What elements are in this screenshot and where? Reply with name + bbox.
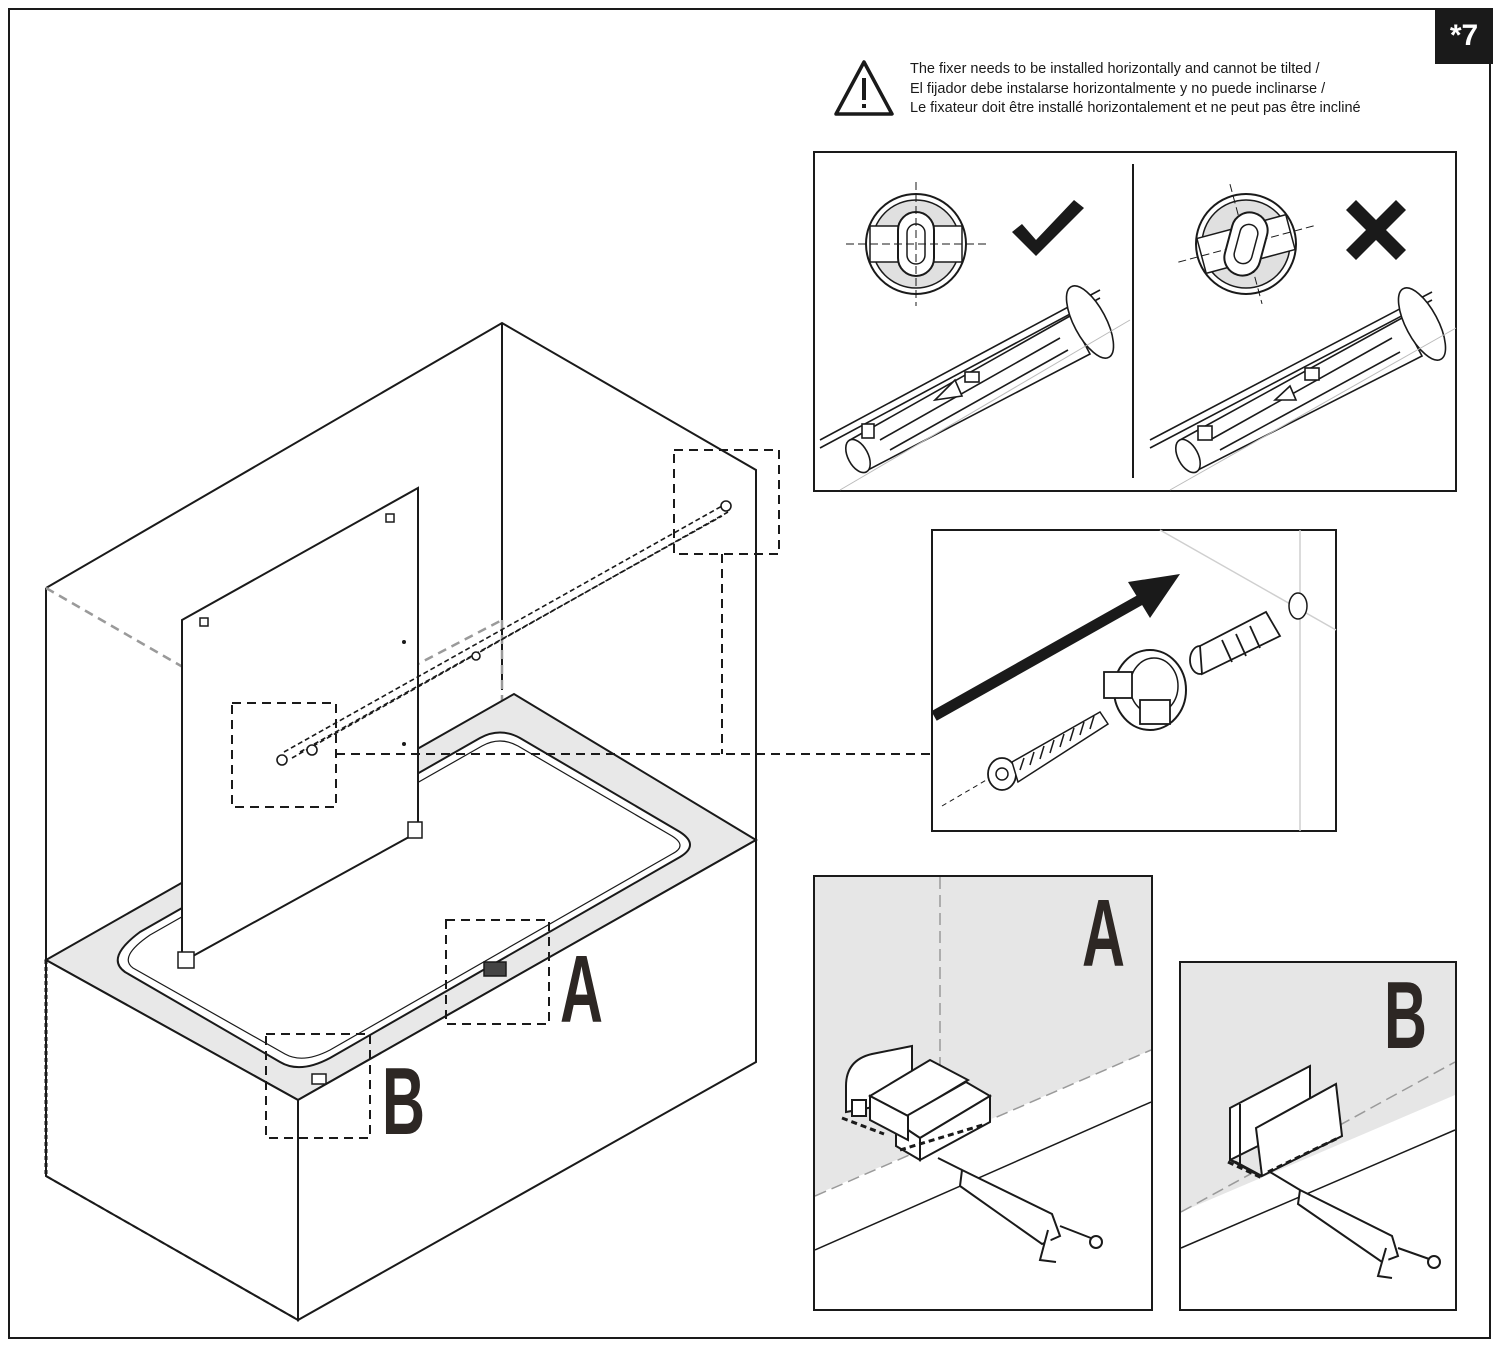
wall-fixer-rod <box>283 505 729 759</box>
callout-label-b: B <box>382 1047 425 1154</box>
step-number-badge: *7 <box>1435 8 1493 64</box>
warning-text: The fixer needs to be installed horizont… <box>910 60 1361 119</box>
detail-b-panel: B <box>1179 961 1457 1311</box>
callout-box-wall <box>673 449 780 555</box>
glass-panel <box>177 486 423 969</box>
bathtub <box>43 692 758 1322</box>
warning-line-en: The fixer needs to be installed horizont… <box>910 61 1320 77</box>
detail-a-letter: A <box>1082 879 1125 986</box>
wall-plug <box>1189 610 1282 676</box>
detail-b-letter: B <box>1384 961 1427 1068</box>
warning-notice: The fixer needs to be installed horizont… <box>830 56 1470 122</box>
callout-label-a: A <box>560 935 603 1042</box>
fixer-face-tilted <box>1178 183 1314 305</box>
fixer-face-horizontal <box>846 182 986 306</box>
wall-hole <box>1288 592 1308 620</box>
orientation-comparison-panel <box>813 151 1457 492</box>
fixer-screws <box>276 500 732 766</box>
page-frame <box>8 8 1491 1339</box>
cross-mark-icon <box>1346 200 1406 260</box>
insertion-arrow-icon <box>931 574 1180 721</box>
bathtub-clip-a <box>483 961 507 977</box>
warning-triangle-icon <box>834 60 894 116</box>
warning-line-fr: Le fixateur doit être installé horizonta… <box>910 100 1361 116</box>
detail-a-panel: A <box>813 875 1153 1311</box>
round-fixer <box>1103 649 1187 731</box>
fixer-exploded-detail <box>931 529 1337 832</box>
fixer-rail-correct <box>819 285 1115 474</box>
callout-box-a <box>445 919 550 1025</box>
fixer-rail-incorrect <box>1149 287 1447 474</box>
callout-box-b <box>265 1033 371 1139</box>
screw <box>941 711 1110 807</box>
bathtub-clip-b <box>311 1073 327 1085</box>
check-mark-icon <box>1012 200 1084 256</box>
warning-line-es: El fijador debe instalarse horizontalmen… <box>910 80 1326 97</box>
callout-boxes <box>231 449 932 1139</box>
